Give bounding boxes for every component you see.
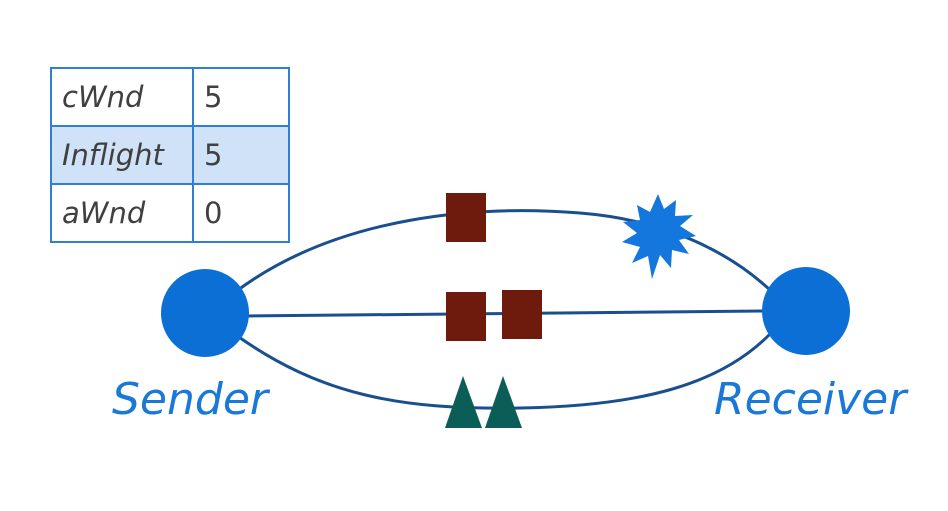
table-row-inflight: Inflight 5 xyxy=(50,125,290,185)
row-label: cWnd xyxy=(50,67,194,127)
packet-top xyxy=(446,193,486,242)
ack-triangle-2 xyxy=(485,376,522,428)
loss-burst-icon xyxy=(622,194,696,279)
row-value: 5 xyxy=(192,125,290,185)
receiver-node xyxy=(762,267,850,355)
sender-node xyxy=(161,269,249,357)
row-value: 0 xyxy=(192,183,290,243)
ack-triangle-1 xyxy=(445,376,482,428)
sender-label: Sender xyxy=(112,374,268,425)
window-table: cWnd 5 Inflight 5 aWnd 0 xyxy=(50,67,290,243)
row-value: 5 xyxy=(192,67,290,127)
packet-middle-2 xyxy=(502,290,542,339)
table-row-awnd: aWnd 0 xyxy=(50,183,290,243)
link-bottom xyxy=(235,332,772,410)
link-top xyxy=(237,209,772,292)
row-label: Inflight xyxy=(50,125,194,185)
row-label: aWnd xyxy=(50,183,194,243)
packet-middle-1 xyxy=(446,292,486,341)
table-row-cwnd: cWnd 5 xyxy=(50,67,290,127)
receiver-label: Receiver xyxy=(714,374,907,425)
